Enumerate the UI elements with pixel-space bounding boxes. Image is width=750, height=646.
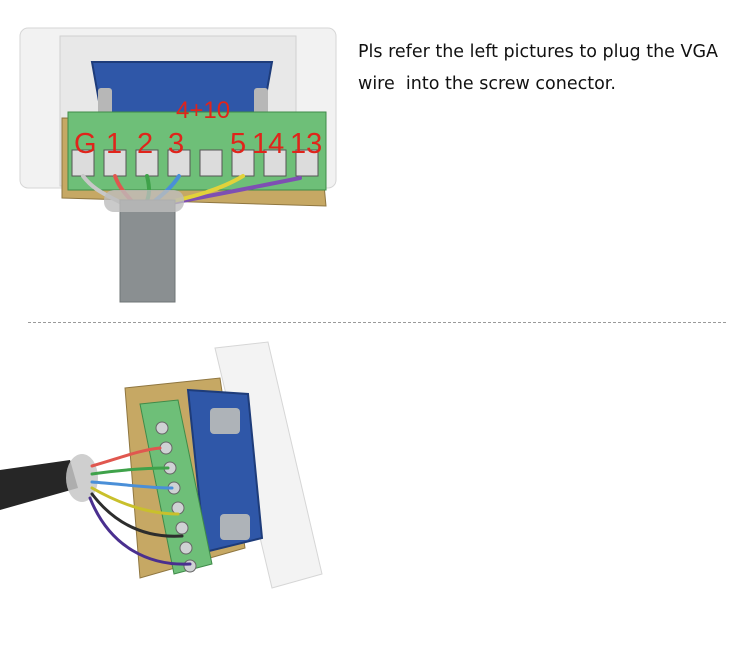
pin-label-5: 5: [230, 128, 246, 160]
instruction-line-1: Pls refer the left pictures to plug the …: [358, 42, 718, 62]
pin-label-13: 13: [290, 128, 322, 160]
cable: [0, 460, 78, 510]
terminal-screws: [155, 421, 197, 573]
pin-label-2: 2: [137, 128, 153, 160]
vga-nut-top: [210, 408, 240, 434]
bottom-connector-photo: [0, 341, 323, 589]
pin-label-g: G: [74, 128, 97, 160]
instruction-text: Pls refer the left pictures to plug the …: [358, 36, 743, 100]
vga-screw-left: [98, 88, 112, 116]
section-divider: [28, 322, 726, 323]
pin-label-14: 14: [252, 128, 284, 160]
cable: [119, 199, 176, 303]
vga-port: [186, 388, 264, 554]
instruction-line-2: wire into the screw conector.: [358, 74, 616, 94]
top-connector-photo: G 1 2 3 5 14 13 4+10: [19, 27, 337, 303]
pin-labels: G 1 2 3 5 14 13 4+10: [74, 97, 322, 160]
cable-braid: [66, 454, 98, 502]
terminal-slots: [71, 149, 319, 177]
vga-nut-bottom: [220, 514, 250, 540]
bridge-label: 4+10: [176, 97, 230, 124]
pin-label-3: 3: [168, 128, 184, 160]
pin-label-1: 1: [106, 128, 122, 160]
vga-screw-right: [254, 88, 268, 116]
bottom-wires: [88, 446, 192, 566]
cable-braid: [104, 190, 184, 212]
